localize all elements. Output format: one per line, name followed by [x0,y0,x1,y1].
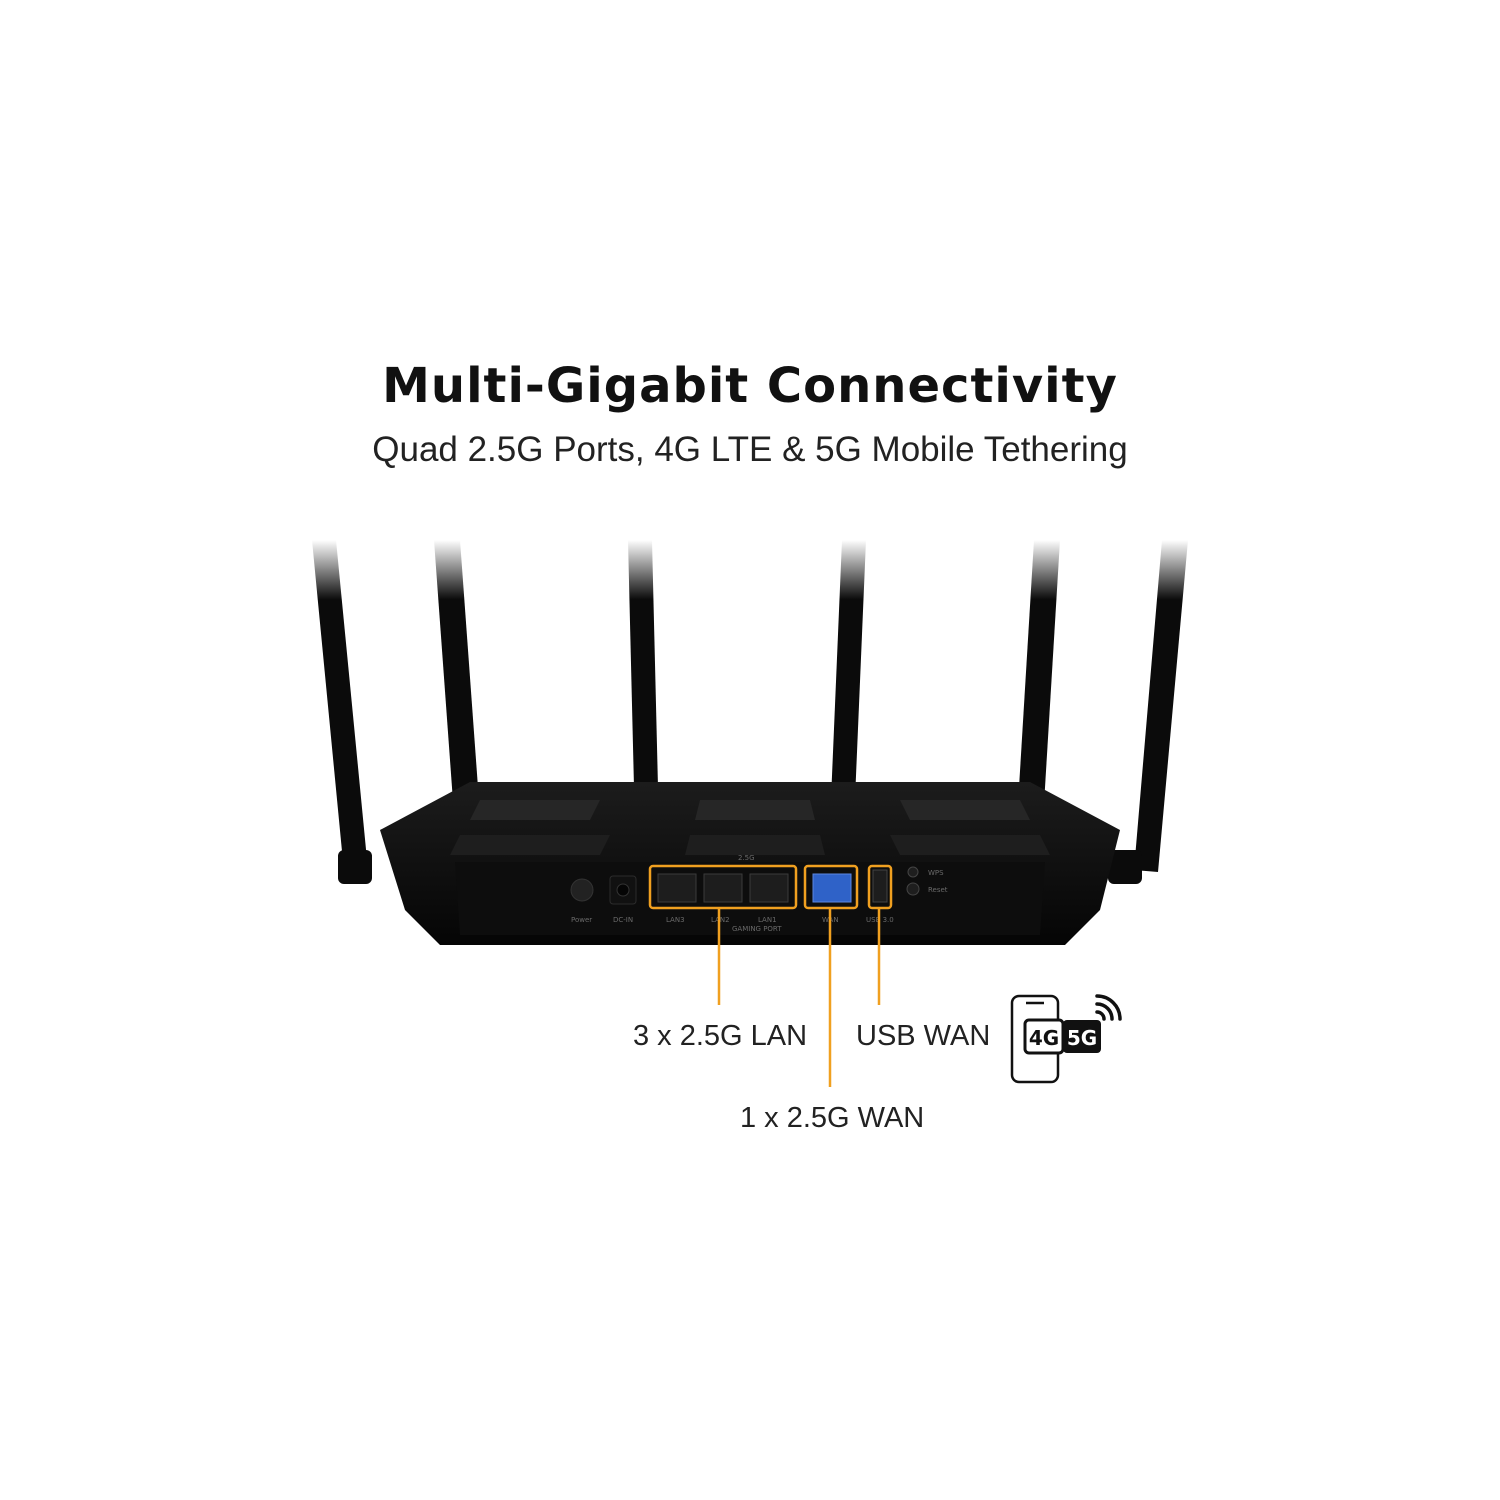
reset-button [906,882,920,896]
lan-callout-label: 3 x 2.5G LAN [633,1020,808,1052]
antenna-1-joint [338,850,372,884]
badge-4g: 4G [1029,1026,1059,1050]
panel-label-2.5g: 2.5G [738,854,755,862]
lan2-port [703,873,743,903]
antenna-1 [312,540,368,872]
usb-wan-callout-label: USB WAN [856,1020,991,1052]
mobile-tethering-icon: 4G 5G [1010,994,1122,1084]
panel-label-lan3: LAN3 [666,916,685,924]
page-title: Multi-Gigabit Connectivity [382,358,1118,414]
wan-callout-label: 1 x 2.5G WAN [740,1102,925,1134]
wan-port [812,873,852,903]
lan-highlight-box [648,864,798,910]
page-subtitle: Quad 2.5G Ports, 4G LTE & 5G Mobile Teth… [372,430,1128,469]
usb-port [872,869,888,903]
wps-button [907,866,919,878]
panel-label-lan2: LAN2 [711,916,730,924]
badge-5g: 5G [1067,1026,1097,1050]
power-button [570,878,594,902]
lan3-port [657,873,697,903]
lan1-port [749,873,789,903]
antenna-6 [1134,540,1188,872]
panel-label-dcin: DC-IN [613,916,633,924]
panel-label-wps: WPS [928,869,944,877]
panel-label-lan1: LAN1 [758,916,777,924]
callout-highlights [648,864,893,1087]
signal-waves-icon [1095,994,1122,1021]
panel-label-reset: Reset [928,886,948,894]
panel-label-power: Power [571,916,592,924]
panel-label-gaming: GAMING PORT [732,925,782,933]
antenna-6-joint [1108,850,1142,884]
router-body: 2.5G Power DC-IN LAN3 LAN2 LAN1 GAMING P… [380,782,1120,945]
